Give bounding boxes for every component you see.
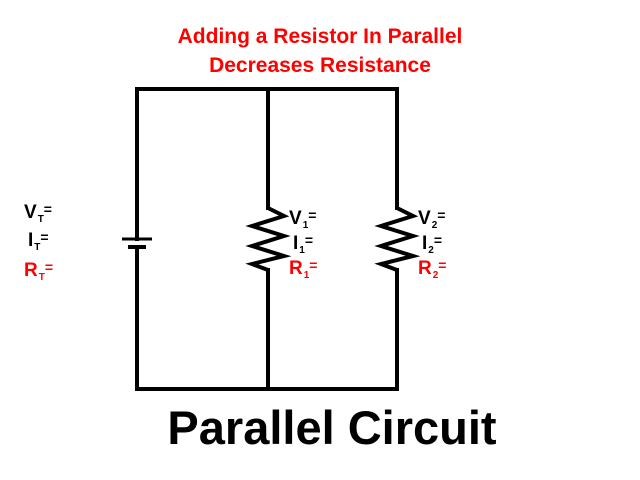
- battery-icon: [122, 237, 152, 249]
- label-i1: I1=: [293, 232, 314, 256]
- title-line-1: Adding a Resistor In Parallel: [177, 25, 463, 48]
- label-rt: RT=: [24, 259, 54, 283]
- resistor-icon: [374, 206, 421, 272]
- diagram-caption: Parallel Circuit: [167, 401, 497, 454]
- label-it: IT=: [28, 229, 49, 253]
- label-v2: V2=: [418, 207, 446, 231]
- resistor-icon: [245, 206, 292, 272]
- label-vt: VT=: [24, 201, 52, 225]
- label-r2: R2=: [418, 257, 447, 281]
- title-line-2: Decreases Resistance: [209, 54, 431, 77]
- label-i2: I2=: [422, 232, 443, 256]
- label-r1: R1=: [289, 257, 318, 281]
- label-v1: V1=: [289, 207, 317, 231]
